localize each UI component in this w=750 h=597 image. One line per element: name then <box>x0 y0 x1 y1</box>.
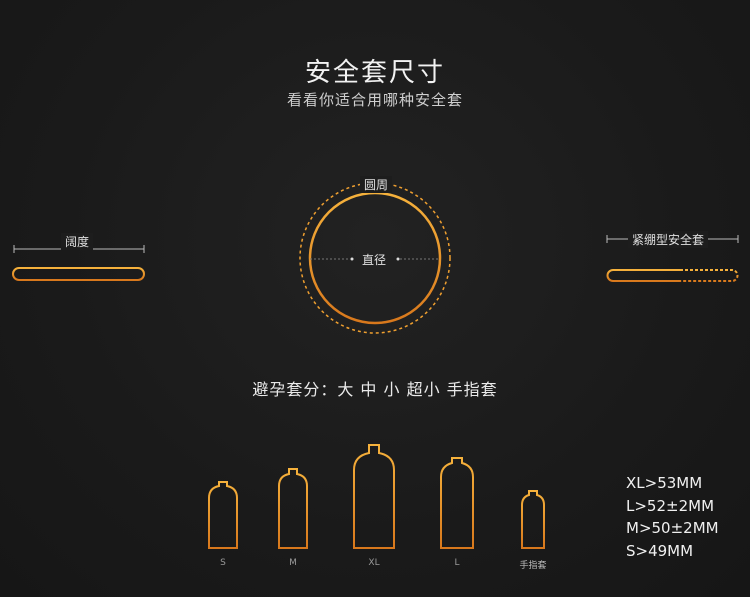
inner-ring <box>308 191 442 325</box>
condom-label-finger: 手指套 <box>519 561 547 571</box>
size-l: L>52±2MM <box>626 496 715 515</box>
condom-label-s: S <box>220 558 226 568</box>
snug-condom-label: 紧绷型安全套 <box>628 231 709 248</box>
circle-diagram <box>299 182 451 334</box>
width-indicator <box>12 245 145 281</box>
size-s: S>49MM <box>626 541 694 560</box>
size-m: M>50±2MM <box>626 519 719 537</box>
circumference-dashed-ring <box>299 182 451 334</box>
condom-m <box>278 468 308 549</box>
condom-label-l: L <box>454 558 460 568</box>
flat-width-bar <box>12 267 145 281</box>
classification-text: 避孕套分：大 中 小 超小 手指套 <box>252 380 498 399</box>
condom-l <box>440 457 474 549</box>
page-subtitle: 看看你适合用哪种安全套 <box>286 91 463 109</box>
condom-label-m: M <box>289 558 297 568</box>
page-title: 安全套尺寸 <box>304 58 445 88</box>
condom-s <box>208 481 238 549</box>
width-label: 阔度 <box>61 233 94 250</box>
circumference-label: 圆周 <box>360 176 393 193</box>
diameter-label: 直径 <box>362 253 387 267</box>
condom-finger <box>521 490 545 549</box>
condom-xl <box>353 444 395 549</box>
condom-label-xl: XL <box>368 558 380 568</box>
size-xl: XL>53MM <box>626 474 703 492</box>
size-list: XL>53MM L>52±2MM M>50±2MM S>49MM <box>626 472 719 562</box>
